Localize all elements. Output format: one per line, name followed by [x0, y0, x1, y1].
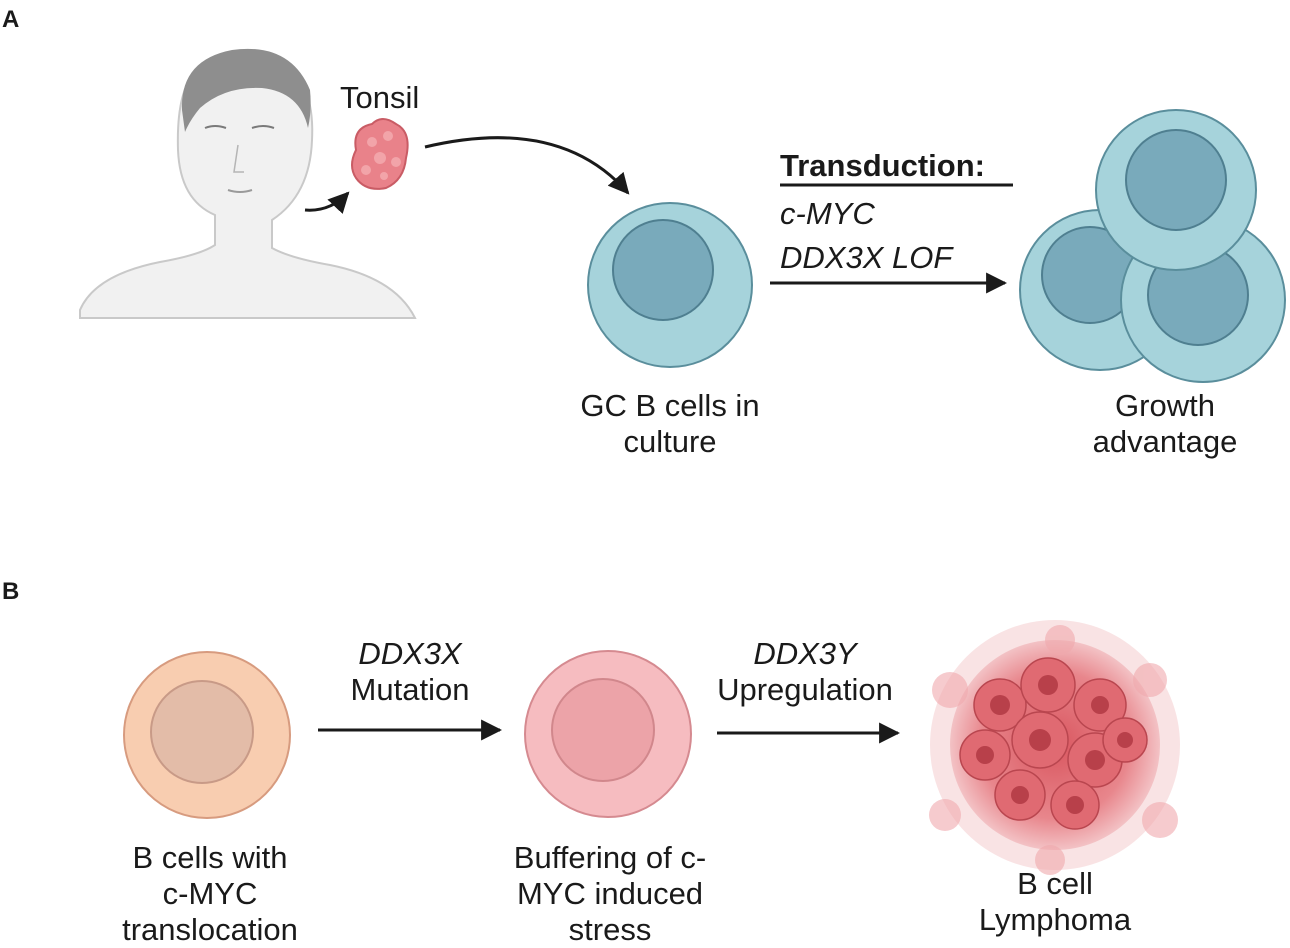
cell3-label-line1: B cell — [1017, 866, 1093, 901]
cell3-label-line2: Lymphoma — [978, 902, 1132, 937]
gc-cells-label: GC B cells in culture — [520, 388, 820, 460]
cell1-label-line3: translocation — [122, 912, 298, 947]
transduction-heading: Transduction: — [780, 148, 985, 183]
upregulation-label-text: Upregulation — [717, 672, 893, 707]
growth-advantage-cells — [1019, 109, 1286, 383]
mutation-label: DDX3X Mutation — [260, 636, 560, 708]
growth-advantage-line2: advantage — [1092, 424, 1238, 459]
panel-a-letter: A — [2, 6, 20, 33]
growth-advantage-label: Growth advantage — [1015, 388, 1290, 460]
lymphoma-cluster — [929, 620, 1180, 875]
cell3-label: B cell Lymphoma — [905, 866, 1205, 938]
tonsil-label: Tonsil — [340, 80, 420, 115]
pink-b-cell — [524, 650, 692, 818]
cell2-label-line3: stress — [568, 912, 652, 947]
cell1-label: B cells with c-MYC translocation — [60, 840, 360, 948]
panel-b-letter: B — [2, 578, 20, 605]
upregulation-label-gene: DDX3Y — [753, 636, 857, 671]
cell1-label-line1: B cells with — [132, 840, 288, 875]
upregulation-label: DDX3Y Upregulation — [655, 636, 955, 708]
gc-cells-label-line1: GC B cells in — [580, 388, 760, 423]
gc-b-cell — [587, 202, 753, 368]
cell1-label-line2: c-MYC — [162, 876, 258, 911]
cell2-label-line2: MYC induced — [516, 876, 704, 911]
neck-to-tonsil-arrow — [304, 191, 350, 214]
mutation-label-text: Mutation — [350, 672, 470, 707]
gc-cells-label-line2: culture — [623, 424, 717, 459]
cell2-label: Buffering of c- MYC induced stress — [460, 840, 760, 948]
transduction-item-ddx3x: DDX3X LOF — [780, 240, 953, 275]
cell2-label-line1: Buffering of c- — [513, 840, 707, 875]
tonsil-to-culture-arrow — [424, 136, 630, 195]
growth-advantage-line1: Growth — [1115, 388, 1215, 423]
transduction-item-cmyc: c-MYC — [780, 196, 875, 231]
peach-b-cell — [123, 651, 291, 819]
mutation-label-gene: DDX3X — [358, 636, 462, 671]
tonsil-illustration — [351, 118, 409, 190]
person-illustration — [79, 48, 417, 319]
